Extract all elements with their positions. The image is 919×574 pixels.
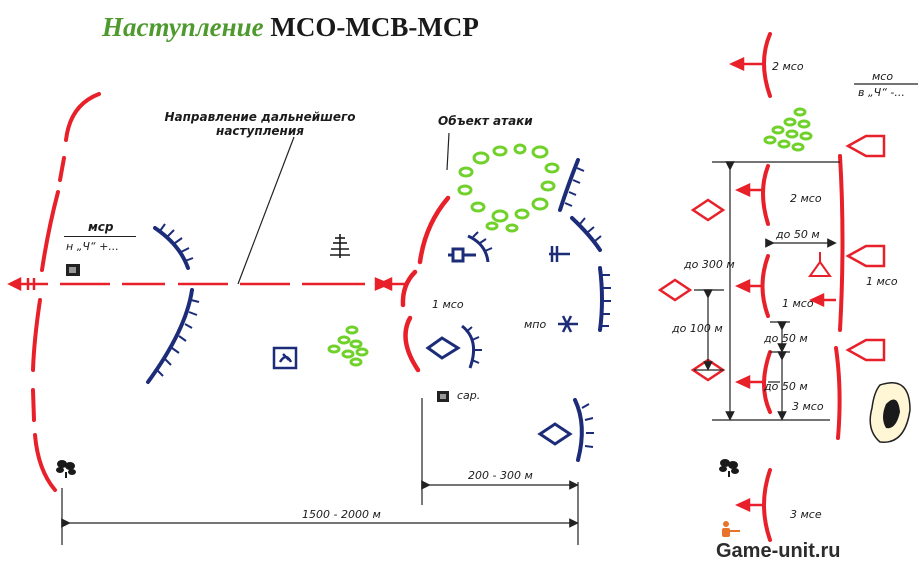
title-part1: Наступление bbox=[102, 12, 264, 42]
right-2mse-top-label: 2 мсо bbox=[772, 60, 804, 73]
company-arrow bbox=[7, 276, 48, 292]
attack-object-leader bbox=[446, 132, 450, 171]
bmp-icons bbox=[845, 134, 886, 362]
mso1-label: 1 мсо bbox=[432, 298, 464, 311]
shrubs-left bbox=[327, 325, 369, 367]
mpo-label: мпо bbox=[524, 318, 547, 331]
msr-label: мср bbox=[88, 220, 114, 234]
page-title: Наступление МСО-МСВ-МСР bbox=[102, 12, 479, 43]
right-do50-low-label: до 50 м bbox=[764, 380, 808, 393]
right-3mse-bottom-label: 3 мсе bbox=[790, 508, 822, 521]
right-mso-time-label: в „Ч“ -... bbox=[858, 86, 905, 99]
direction-label: Направление дальнейшего наступления bbox=[150, 110, 370, 138]
right-mso-label: мсо bbox=[872, 70, 894, 83]
right-do100-label: до 100 м bbox=[672, 322, 723, 335]
machine-gun-position bbox=[448, 234, 490, 263]
watermark-logo-icon bbox=[722, 521, 740, 537]
tank-icon-lower bbox=[537, 422, 573, 446]
right-do300-label: до 300 м bbox=[684, 258, 735, 271]
mpo-icon bbox=[558, 315, 578, 333]
direction-label-line2: наступления bbox=[216, 124, 304, 138]
dimension-lines bbox=[61, 398, 579, 545]
msr-divider bbox=[64, 236, 136, 237]
right-3mso-mid-label: 3 мсо bbox=[792, 400, 824, 413]
direction-label-line1: Направление дальнейшего bbox=[164, 110, 356, 124]
platoon-arrow bbox=[376, 277, 406, 291]
right-squad-arrows bbox=[728, 57, 836, 512]
enemy-trench-left-ticks bbox=[156, 223, 200, 377]
right-squad-arcs bbox=[760, 32, 845, 542]
forest-icon bbox=[56, 460, 76, 478]
shrubs-right bbox=[763, 107, 813, 152]
watermark-text: Game-unit.ru bbox=[716, 540, 841, 562]
attack-object-shrubs bbox=[457, 143, 560, 233]
dist-200-300-label: 200 - 300 м bbox=[468, 469, 533, 482]
tree-icon bbox=[330, 234, 350, 258]
right-dimension-lines bbox=[694, 83, 918, 421]
enemy-trench-right bbox=[558, 158, 604, 462]
enemy-trench-right-ticks bbox=[564, 167, 611, 448]
platoon-assault-line bbox=[400, 195, 451, 373]
dist-1500-2000-label: 1500 - 2000 м bbox=[302, 508, 381, 521]
advance-direction-line bbox=[60, 277, 392, 291]
command-post-icon bbox=[272, 346, 298, 370]
anti-tank-gun-icon bbox=[549, 246, 570, 262]
hill-icon bbox=[869, 382, 911, 443]
sar-label: сар. bbox=[457, 389, 481, 402]
right-do50-top-label: до 50 м bbox=[776, 228, 820, 241]
right-do50-mid-label: до 50 м bbox=[764, 332, 808, 345]
anti-tank-triangle-icon bbox=[808, 252, 832, 277]
right-1mso-mid-label: 1 мсо bbox=[782, 297, 814, 310]
attack-object-label: Объект атаки bbox=[438, 114, 533, 128]
leader-line bbox=[237, 136, 295, 285]
right-2mso-label: 2 мсо bbox=[790, 192, 822, 205]
forest-icon-right bbox=[719, 459, 739, 477]
right-1mso-side-label: 1 мсо bbox=[866, 275, 898, 288]
msr-time-label: н „Ч“ +... bbox=[66, 240, 119, 253]
title-part2: МСО-МСВ-МСР bbox=[270, 12, 479, 42]
enemy-trench-left bbox=[146, 226, 194, 384]
tank-icon bbox=[425, 324, 476, 369]
company-line bbox=[31, 92, 101, 492]
